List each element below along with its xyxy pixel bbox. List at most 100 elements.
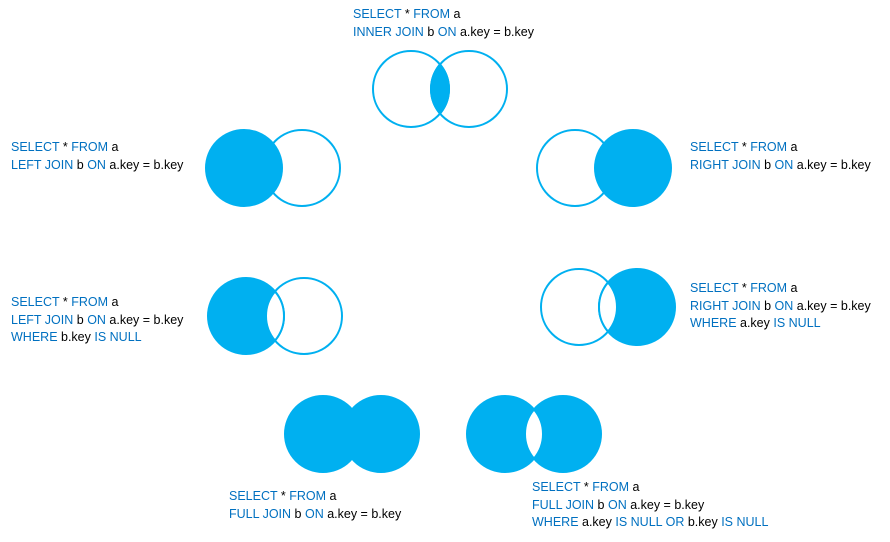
- venn-left-join: [205, 129, 341, 207]
- sql-line: RIGHT JOIN b ON a.key = b.key: [690, 298, 871, 316]
- sql-text: a.key = b.key: [626, 497, 705, 512]
- sql-keyword: SELECT: [11, 140, 60, 154]
- sql-text: a.key = b.key: [456, 24, 534, 39]
- sql-text: a.key: [736, 316, 774, 330]
- sql-keyword: WHERE: [532, 515, 579, 529]
- sql-line: INNER JOIN b ON a.key = b.key: [353, 24, 534, 42]
- set-b-circle: [342, 395, 420, 473]
- sql-keyword: ON: [607, 497, 627, 512]
- sql-line: SELECT * FROM a: [11, 294, 183, 312]
- sql-keyword: FROM: [592, 480, 630, 494]
- sql-text: *: [401, 7, 414, 21]
- sql-keyword: SELECT: [690, 281, 739, 295]
- sql-keyword: IS NULL: [94, 330, 142, 344]
- sql-text: b: [73, 157, 88, 172]
- sql-text: a.key = b.key: [105, 157, 184, 172]
- sql-keyword: FULL JOIN: [229, 506, 292, 521]
- sql-line: LEFT JOIN b ON a.key = b.key: [11, 157, 183, 175]
- venn-left-excluding-join: [207, 277, 343, 355]
- sql-line: LEFT JOIN b ON a.key = b.key: [11, 312, 183, 330]
- set-a-circle: [205, 129, 283, 207]
- sql-text: a: [450, 7, 461, 21]
- sql-line: SELECT * FROM a: [690, 139, 871, 157]
- sql-keyword: FROM: [750, 140, 788, 154]
- sql-text: *: [59, 140, 72, 154]
- intersection-region: [430, 62, 450, 116]
- sql-text: a: [629, 480, 640, 494]
- sql-keyword: ON: [87, 157, 106, 172]
- intersection-region: [524, 407, 544, 461]
- venn-full-join: [284, 395, 420, 473]
- sql-keyword: FROM: [750, 281, 788, 295]
- sql-line: WHERE b.key IS NULL: [11, 329, 183, 347]
- sql-text: b: [73, 312, 88, 327]
- sql-keyword: ON: [774, 157, 794, 172]
- sql-keyword: FROM: [71, 295, 109, 309]
- sql-text: b: [760, 157, 775, 172]
- sql-keyword: FROM: [289, 489, 327, 503]
- sql-keyword: ON: [87, 312, 106, 327]
- sql-text: a.key = b.key: [793, 157, 871, 172]
- sql-line: SELECT * FROM a: [353, 6, 534, 24]
- sql-keyword: WHERE: [11, 330, 58, 344]
- venn-inner-join: [372, 50, 508, 128]
- sql-keyword: RIGHT JOIN: [690, 298, 761, 313]
- sql-keyword: IS NULL: [773, 316, 821, 330]
- sql-keyword: LEFT JOIN: [11, 157, 74, 172]
- venn-right-excluding-join: [540, 268, 676, 346]
- sql-text: *: [738, 281, 751, 295]
- sql-keyword: IS NULL: [615, 515, 663, 529]
- sql-text: *: [580, 480, 593, 494]
- sql-line: FULL JOIN b ON a.key = b.key: [532, 497, 768, 515]
- sql-text: a: [326, 489, 337, 503]
- sql-keyword: INNER JOIN: [353, 24, 424, 39]
- sql-line: SELECT * FROM a: [11, 139, 183, 157]
- venn-right-join: [536, 129, 672, 207]
- sql-keyword: LEFT JOIN: [11, 312, 74, 327]
- sql-keyword: SELECT: [11, 295, 60, 309]
- sql-text: a.key = b.key: [793, 298, 871, 313]
- sql-keyword: FROM: [71, 140, 109, 154]
- sql-keyword: IS NULL: [721, 515, 769, 529]
- sql-text: *: [277, 489, 290, 503]
- sql-text: a.key = b.key: [323, 506, 402, 521]
- sql-text: a.key = b.key: [105, 312, 184, 327]
- sql-text: a.key: [578, 515, 616, 529]
- sql-text: *: [59, 295, 72, 309]
- sql-keyword: SELECT: [690, 140, 739, 154]
- venn-full-excluding-join: [466, 395, 602, 473]
- sql-keyword: SELECT: [353, 7, 402, 21]
- sql-keyword: ON: [437, 24, 457, 39]
- sql-text: b: [594, 497, 608, 512]
- sql-text: b.key: [57, 330, 95, 344]
- sql-line: SELECT * FROM a: [229, 488, 401, 506]
- sql-keyword: SELECT: [229, 489, 278, 503]
- sql-keyword: ON: [774, 298, 794, 313]
- sql-line: SELECT * FROM a: [532, 479, 768, 497]
- sql-text: b.key: [684, 515, 722, 529]
- sql-line: FULL JOIN b ON a.key = b.key: [229, 506, 401, 524]
- sql-line: WHERE a.key IS NULL: [690, 315, 871, 333]
- sql-line: RIGHT JOIN b ON a.key = b.key: [690, 157, 871, 175]
- sql-text: a: [108, 295, 119, 309]
- sql-text: a: [787, 140, 798, 154]
- sql-keyword: RIGHT JOIN: [690, 157, 761, 172]
- sql-keyword: WHERE: [690, 316, 737, 330]
- sql-text: b: [760, 298, 775, 313]
- sql-line: SELECT * FROM a: [690, 280, 871, 298]
- set-b-circle: [594, 129, 672, 207]
- intersection-region: [598, 280, 618, 334]
- sql-text: a: [108, 140, 119, 154]
- sql-text: a: [787, 281, 798, 295]
- sql-text: *: [738, 140, 751, 154]
- sql-keyword: ON: [304, 506, 324, 521]
- sql-line: WHERE a.key IS NULL OR b.key IS NULL: [532, 514, 768, 532]
